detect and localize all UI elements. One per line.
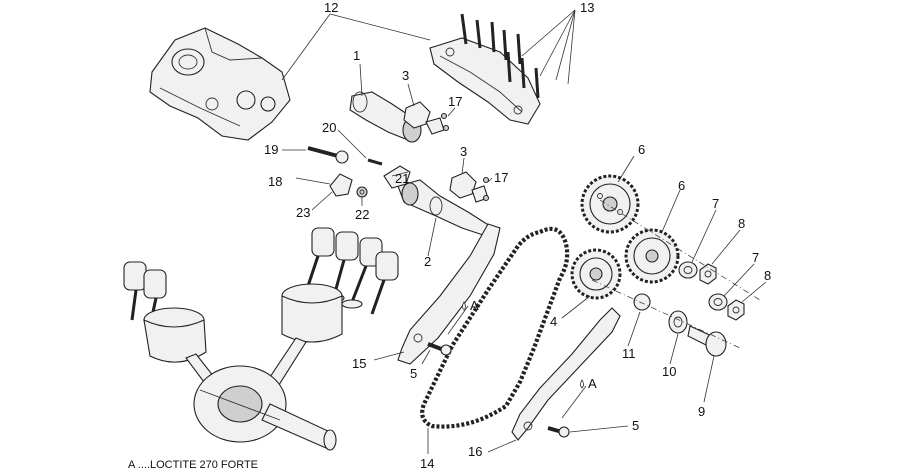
callout-20: 20 [322, 120, 336, 135]
washer-shaft [668, 310, 688, 334]
spring [356, 186, 368, 198]
chain-guide-left [397, 223, 501, 365]
nut-upper [699, 263, 717, 285]
callout-7-lower: 7 [752, 250, 759, 265]
callout-12: 12 [324, 0, 338, 15]
callout-6-lower: 6 [678, 178, 685, 193]
washer-lower [708, 293, 728, 311]
callout-17-upper: 17 [448, 94, 462, 109]
callout-1: 1 [353, 48, 360, 63]
callout-13: 13 [580, 0, 594, 15]
callout-6-upper: 6 [638, 142, 645, 157]
callout-19: 19 [264, 142, 278, 157]
callout-11: 11 [622, 346, 636, 361]
weight [329, 173, 353, 197]
callout-5-right: 5 [632, 418, 639, 433]
chain-guide-right [511, 307, 621, 441]
callout-22: 22 [355, 207, 369, 222]
loctite-note: A ....LOCTITE 270 FORTE [128, 459, 258, 471]
piston-rear [143, 307, 207, 363]
piston-front [281, 283, 343, 343]
callout-8-upper: 8 [738, 216, 745, 231]
spacer [633, 293, 651, 311]
callout-2: 2 [424, 254, 431, 269]
screws [440, 112, 490, 202]
camshaft-upper [349, 91, 422, 143]
nut-lower [727, 299, 745, 321]
callout-17-lower: 17 [494, 170, 508, 185]
shaft [687, 325, 727, 357]
washer-upper [678, 261, 698, 279]
callout-3-lower: 3 [460, 144, 467, 159]
crankshaft [193, 365, 337, 451]
loctite-marker-label-right: A [588, 376, 597, 391]
small-screw [367, 158, 383, 166]
decompressor-lever [383, 165, 411, 189]
loctite-marker-right: A [580, 376, 597, 391]
callout-7-upper: 7 [712, 196, 719, 211]
cylinder-head [149, 27, 291, 141]
sprocket-right [624, 228, 680, 284]
callout-23: 23 [296, 205, 310, 220]
callout-10: 10 [662, 364, 676, 379]
leader-lines [281, 9, 767, 454]
callout-14: 14 [420, 456, 434, 471]
loctite-marker-label-left: A [470, 298, 479, 313]
pin-bolt [307, 146, 349, 164]
bracket-lower [449, 171, 489, 203]
callout-9: 9 [698, 404, 705, 419]
sprocket-upper [580, 174, 640, 234]
callout-16: 16 [468, 444, 482, 459]
callout-4: 4 [550, 314, 557, 329]
callout-18: 18 [268, 174, 282, 189]
callout-3-upper: 3 [402, 68, 409, 83]
callout-labels: 12 13 1 3 17 20 19 18 21 22 23 3 17 2 6 … [264, 0, 771, 471]
bolt-left [427, 342, 452, 356]
cover-bolts [460, 13, 540, 99]
loctite-marker-left: A [462, 298, 479, 313]
sprocket-lower [570, 248, 622, 300]
timing-chain [420, 226, 570, 429]
bolt-right [547, 426, 570, 438]
callout-5-left: 5 [410, 366, 417, 381]
callout-8-lower: 8 [764, 268, 771, 283]
cam-cover [429, 37, 541, 125]
callout-15: 15 [352, 356, 366, 371]
bracket-upper [403, 101, 445, 135]
callout-21: 21 [395, 171, 409, 186]
